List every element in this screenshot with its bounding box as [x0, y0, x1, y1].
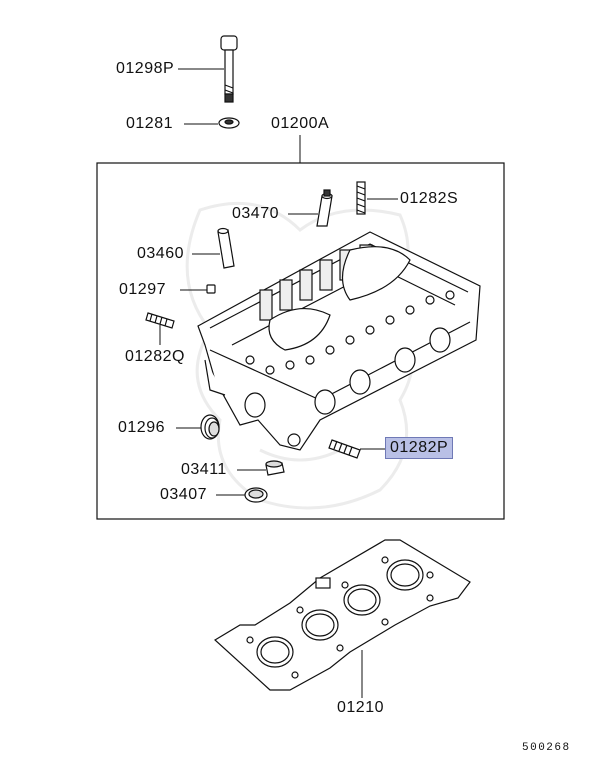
seal-03411-drawing [265, 460, 285, 476]
plug-01297-drawing [206, 284, 216, 294]
label-01282p-highlighted[interactable]: 01282P [385, 437, 454, 459]
head-gasket-drawing [213, 539, 471, 691]
label-01298p[interactable]: 01298P [116, 60, 175, 77]
seal-03407-drawing [244, 487, 268, 503]
guide-03470-drawing [316, 189, 333, 227]
label-01282s[interactable]: 01282S [400, 190, 459, 207]
label-01297[interactable]: 01297 [119, 281, 166, 298]
label-01210[interactable]: 01210 [337, 699, 384, 716]
diagram-reference-number: 500268 [522, 742, 571, 754]
guide-03460-drawing [217, 227, 235, 269]
label-03407[interactable]: 03407 [160, 486, 207, 503]
label-01200a[interactable]: 01200A [271, 115, 330, 132]
assembly-frame [96, 162, 505, 520]
cylinder-head-drawing [197, 231, 481, 451]
stud-01282p-drawing [328, 439, 361, 459]
bolt-01298p-drawing [220, 35, 238, 103]
label-03470[interactable]: 03470 [232, 205, 279, 222]
plug-01296-drawing [200, 414, 220, 440]
label-01282q[interactable]: 01282Q [125, 348, 185, 365]
label-01296[interactable]: 01296 [118, 419, 165, 436]
stud-01282q-drawing [145, 312, 175, 329]
label-03460[interactable]: 03460 [137, 245, 184, 262]
label-03411[interactable]: 03411 [181, 461, 227, 478]
washer-01281-drawing [218, 117, 240, 129]
stud-01282s-drawing [356, 181, 366, 215]
label-01281[interactable]: 01281 [126, 115, 173, 132]
